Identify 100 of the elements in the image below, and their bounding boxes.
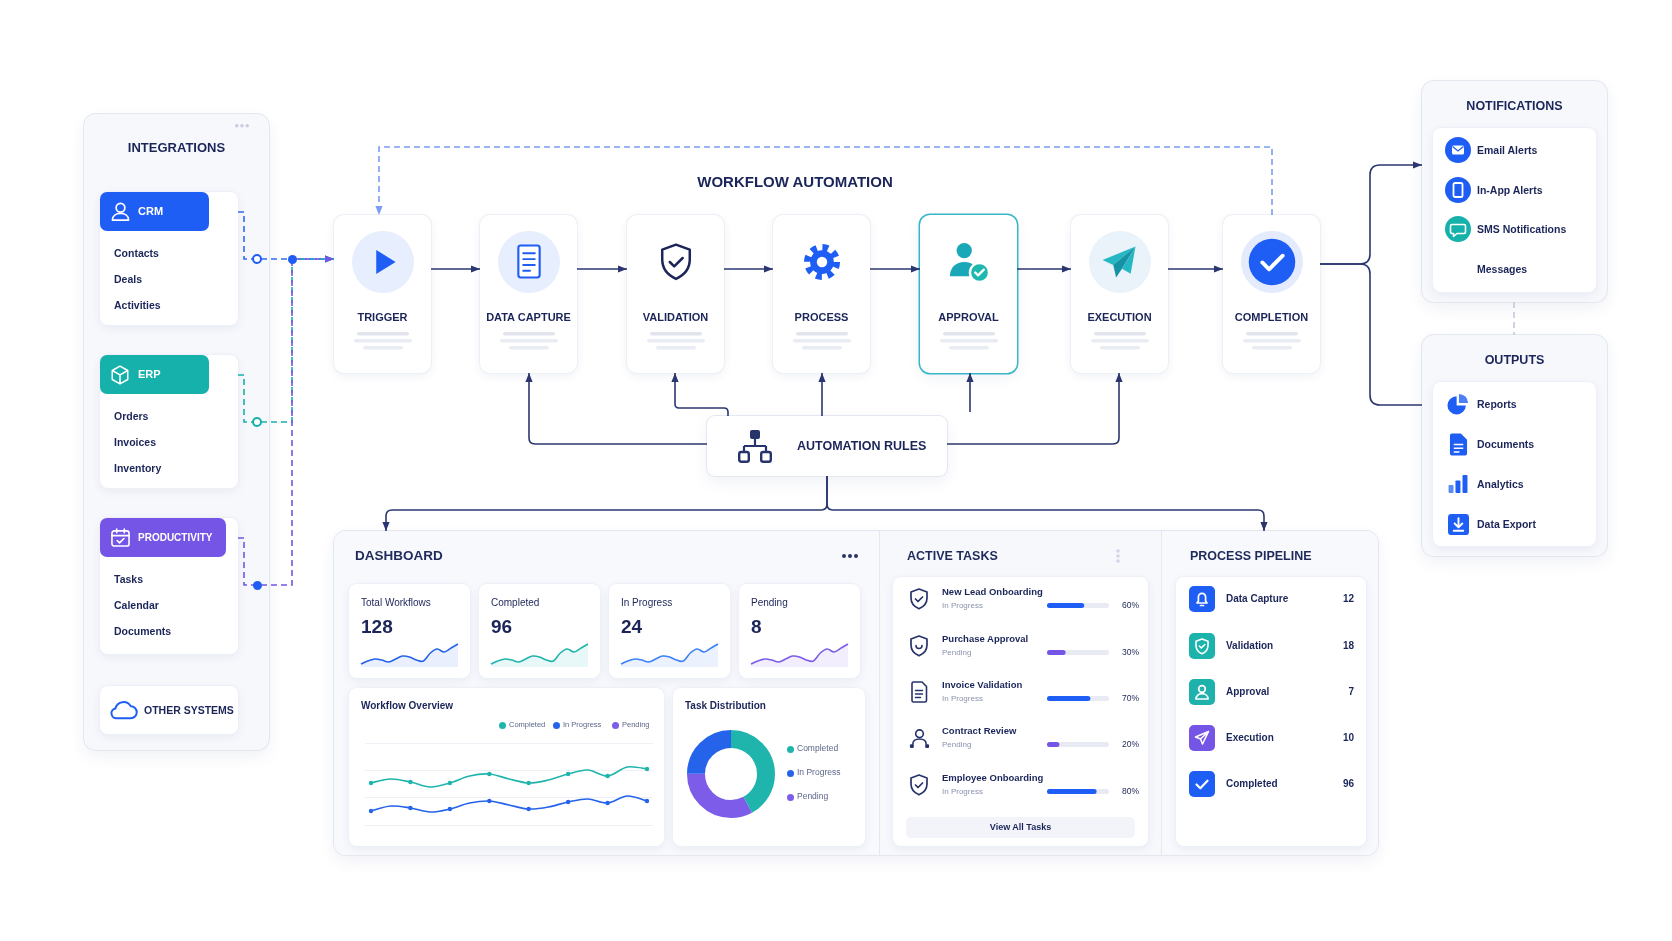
stat-label: Pending: [751, 597, 788, 609]
task-name: New Lead Onboarding: [942, 586, 1043, 598]
card-title: AUTOMATION RULES: [797, 438, 927, 454]
list-item: Contacts: [114, 246, 159, 259]
percent-value: 60%: [1122, 601, 1139, 611]
panel-title: INTEGRATIONS: [127, 140, 226, 156]
list-item: Deals: [114, 272, 143, 285]
view-all-button: View All Tasks: [906, 817, 1135, 838]
task-name: Employee Onboarding: [942, 772, 1044, 784]
integration-card: [100, 518, 238, 654]
connector-line: [1319, 263, 1423, 406]
arrow: [576, 265, 628, 273]
card-title: PRODUCTIVITY: [138, 531, 213, 544]
section-title: DASHBOARD: [355, 548, 443, 564]
list-item: Activities: [114, 298, 161, 311]
stat-value: 96: [491, 616, 513, 638]
task-name: Contract Review: [942, 725, 1017, 737]
stat-value: 128: [361, 616, 393, 638]
count-value: 12: [1342, 593, 1354, 605]
arrow: [1167, 265, 1224, 273]
connector-line: [1513, 301, 1515, 336]
step-card: [1223, 215, 1320, 373]
card-title: OTHER SYSTEMS: [144, 703, 234, 716]
pipeline-item: Validation: [1226, 640, 1274, 652]
stat-label: Total Workflows: [361, 597, 431, 609]
step-card: [627, 215, 724, 373]
legend-label: Pending: [797, 792, 829, 802]
step-label: COMPLETION: [1234, 310, 1309, 324]
list-item: Data Export: [1477, 517, 1536, 530]
list-item: Orders: [114, 409, 149, 422]
step-card: [1071, 215, 1168, 373]
stat-card: [349, 584, 470, 678]
arrow: [946, 372, 1123, 445]
step-label: EXECUTION: [1087, 310, 1152, 324]
integration-card: [100, 192, 238, 325]
task-status: In Progress: [942, 787, 983, 797]
pipeline-item: Execution: [1226, 732, 1274, 744]
list-item: Messages: [1477, 262, 1528, 275]
pipeline-section: [1162, 531, 1378, 855]
list-item: Calendar: [114, 598, 159, 611]
task-status: Pending: [942, 740, 972, 750]
stat-label: In Progress: [621, 597, 673, 609]
list-item: Reports: [1477, 397, 1517, 410]
percent-value: 80%: [1122, 787, 1139, 797]
list-item: Documents: [114, 624, 172, 637]
arrow: [818, 372, 826, 417]
step-label: PROCESS: [794, 310, 849, 324]
legend-label: Completed: [797, 744, 839, 754]
step-label: DATA CAPTURE: [486, 310, 571, 324]
arrow: [826, 475, 1268, 532]
arrow: [525, 372, 708, 445]
panel-title: OUTPUTS: [1484, 352, 1545, 368]
rules-card: [707, 416, 947, 476]
step-label: VALIDATION: [642, 310, 709, 324]
percent-value: 30%: [1122, 648, 1139, 658]
arrow: [1016, 265, 1072, 273]
chart-title: Task Distribution: [685, 700, 766, 712]
stat-card: [479, 584, 600, 678]
stat-card: [609, 584, 730, 678]
task-name: Invoice Validation: [942, 679, 1023, 691]
task-status: In Progress: [942, 694, 983, 704]
arrow: [723, 265, 774, 273]
dashboard-section: [334, 531, 880, 855]
step-label: APPROVAL: [938, 310, 999, 324]
stat-value: 8: [751, 616, 762, 638]
chart-card: [673, 688, 865, 846]
integration-card: [100, 355, 238, 488]
pipeline-item: Data Capture: [1226, 593, 1289, 605]
step-label: TRIGGER: [357, 310, 408, 324]
step-card: [920, 215, 1017, 373]
percent-value: 70%: [1122, 694, 1139, 704]
dashboard-panel: [334, 531, 1378, 855]
list-item: Analytics: [1477, 477, 1524, 490]
list-item: Tasks: [114, 572, 143, 585]
tasks-section: [880, 531, 1162, 855]
notifications-panel: [1422, 81, 1607, 302]
arrow: [869, 265, 921, 273]
task-name: Purchase Approval: [942, 633, 1029, 645]
outputs-panel: [1422, 335, 1607, 556]
pipeline-item: Completed: [1226, 778, 1278, 790]
arrow: [237, 255, 335, 423]
legend-label: In Progress: [797, 768, 841, 778]
card-title: CRM: [138, 205, 164, 218]
list-item: Inventory: [114, 461, 162, 474]
stat-value: 24: [621, 616, 643, 638]
diagram-title: WORKFLOW AUTOMATION: [697, 173, 893, 191]
count-value: 10: [1342, 732, 1354, 744]
task-status: Pending: [942, 648, 972, 658]
card-title: ERP: [138, 368, 161, 381]
percent-value: 20%: [1122, 740, 1139, 750]
integrations-panel: [84, 114, 269, 750]
step-card: [480, 215, 577, 373]
arrow: [237, 255, 335, 586]
task-status: In Progress: [942, 601, 983, 611]
arrow: [966, 372, 974, 413]
integration-card: [100, 686, 238, 734]
step-card: [334, 215, 431, 373]
chart-title: Workflow Overview: [361, 700, 454, 712]
stat-card: [739, 584, 860, 678]
pipeline-item: Approval: [1226, 686, 1270, 698]
